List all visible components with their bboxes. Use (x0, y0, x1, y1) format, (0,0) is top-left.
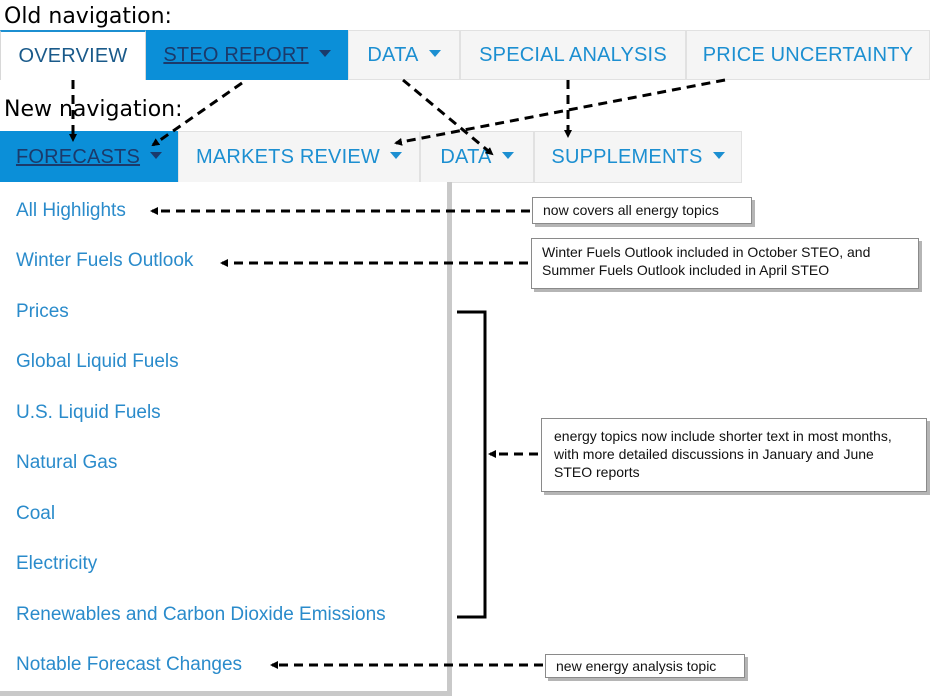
topics-bracket (457, 310, 487, 619)
callout-winter-fuels: Winter Fuels Outlook included in October… (531, 238, 919, 289)
dashed-arrow-icon (394, 78, 726, 146)
menu-item-global-liquid-fuels[interactable]: Global Liquid Fuels (16, 351, 179, 372)
old-tab-price-uncertainty[interactable]: PRICE UNCERTAINTY (686, 30, 930, 80)
dashed-arrow-icon (402, 78, 494, 156)
old-tab-overview-label: OVERVIEW (18, 44, 128, 67)
old-tab-special-analysis-label: SPECIAL ANALYSIS (479, 43, 667, 66)
old-tab-data-label: DATA (367, 43, 419, 66)
new-tab-forecasts-label: FORECASTS (15, 145, 141, 168)
new-navigation-heading: New navigation: (4, 97, 183, 122)
caret-down-icon (501, 151, 514, 159)
new-tab-supplements[interactable]: SUPPLEMENTS (534, 131, 742, 183)
menu-item-us-liquid-fuels[interactable]: U.S. Liquid Fuels (16, 402, 161, 423)
old-navigation-heading: Old navigation: (4, 4, 172, 29)
menu-item-electricity[interactable]: Electricity (16, 553, 98, 574)
caret-down-icon (318, 49, 331, 57)
callout-all-highlights: now covers all energy topics (532, 197, 752, 224)
new-tab-forecasts[interactable]: FORECASTS (0, 131, 178, 183)
new-tab-markets-review-label: MARKETS REVIEW (196, 145, 380, 168)
forecasts-dropdown-menu: All Highlights Winter Fuels Outlook Pric… (0, 182, 452, 696)
caret-down-icon (712, 151, 725, 159)
callout-notable-changes: new energy analysis topic (545, 654, 745, 678)
menu-item-all-highlights[interactable]: All Highlights (16, 200, 126, 221)
menu-item-winter-fuels-outlook[interactable]: Winter Fuels Outlook (16, 250, 194, 271)
callout-energy-topics: energy topics now include shorter text i… (541, 418, 927, 492)
menu-item-natural-gas[interactable]: Natural Gas (16, 452, 118, 473)
caret-down-icon (150, 151, 163, 159)
caret-down-icon (389, 151, 402, 159)
caret-down-icon (428, 49, 441, 57)
menu-item-notable-forecast-changes[interactable]: Notable Forecast Changes (16, 654, 243, 675)
old-tab-price-uncertainty-label: PRICE UNCERTAINTY (702, 43, 914, 66)
old-tab-steo-report[interactable]: STEO REPORT (146, 30, 348, 80)
menu-item-renewables-co2[interactable]: Renewables and Carbon Dioxide Emissions (16, 604, 386, 625)
new-tab-data-label: DATA (440, 145, 492, 168)
old-tab-steo-report-label: STEO REPORT (163, 43, 309, 66)
new-tab-supplements-label: SUPPLEMENTS (551, 145, 703, 168)
old-tab-overview[interactable]: OVERVIEW (0, 30, 146, 80)
old-tab-special-analysis[interactable]: SPECIAL ANALYSIS (460, 30, 686, 80)
menu-item-prices[interactable]: Prices (16, 301, 69, 322)
old-tab-data[interactable]: DATA (348, 30, 460, 80)
dashed-arrow-icon (151, 81, 243, 147)
new-tab-markets-review[interactable]: MARKETS REVIEW (178, 131, 420, 183)
menu-item-coal[interactable]: Coal (16, 503, 56, 524)
